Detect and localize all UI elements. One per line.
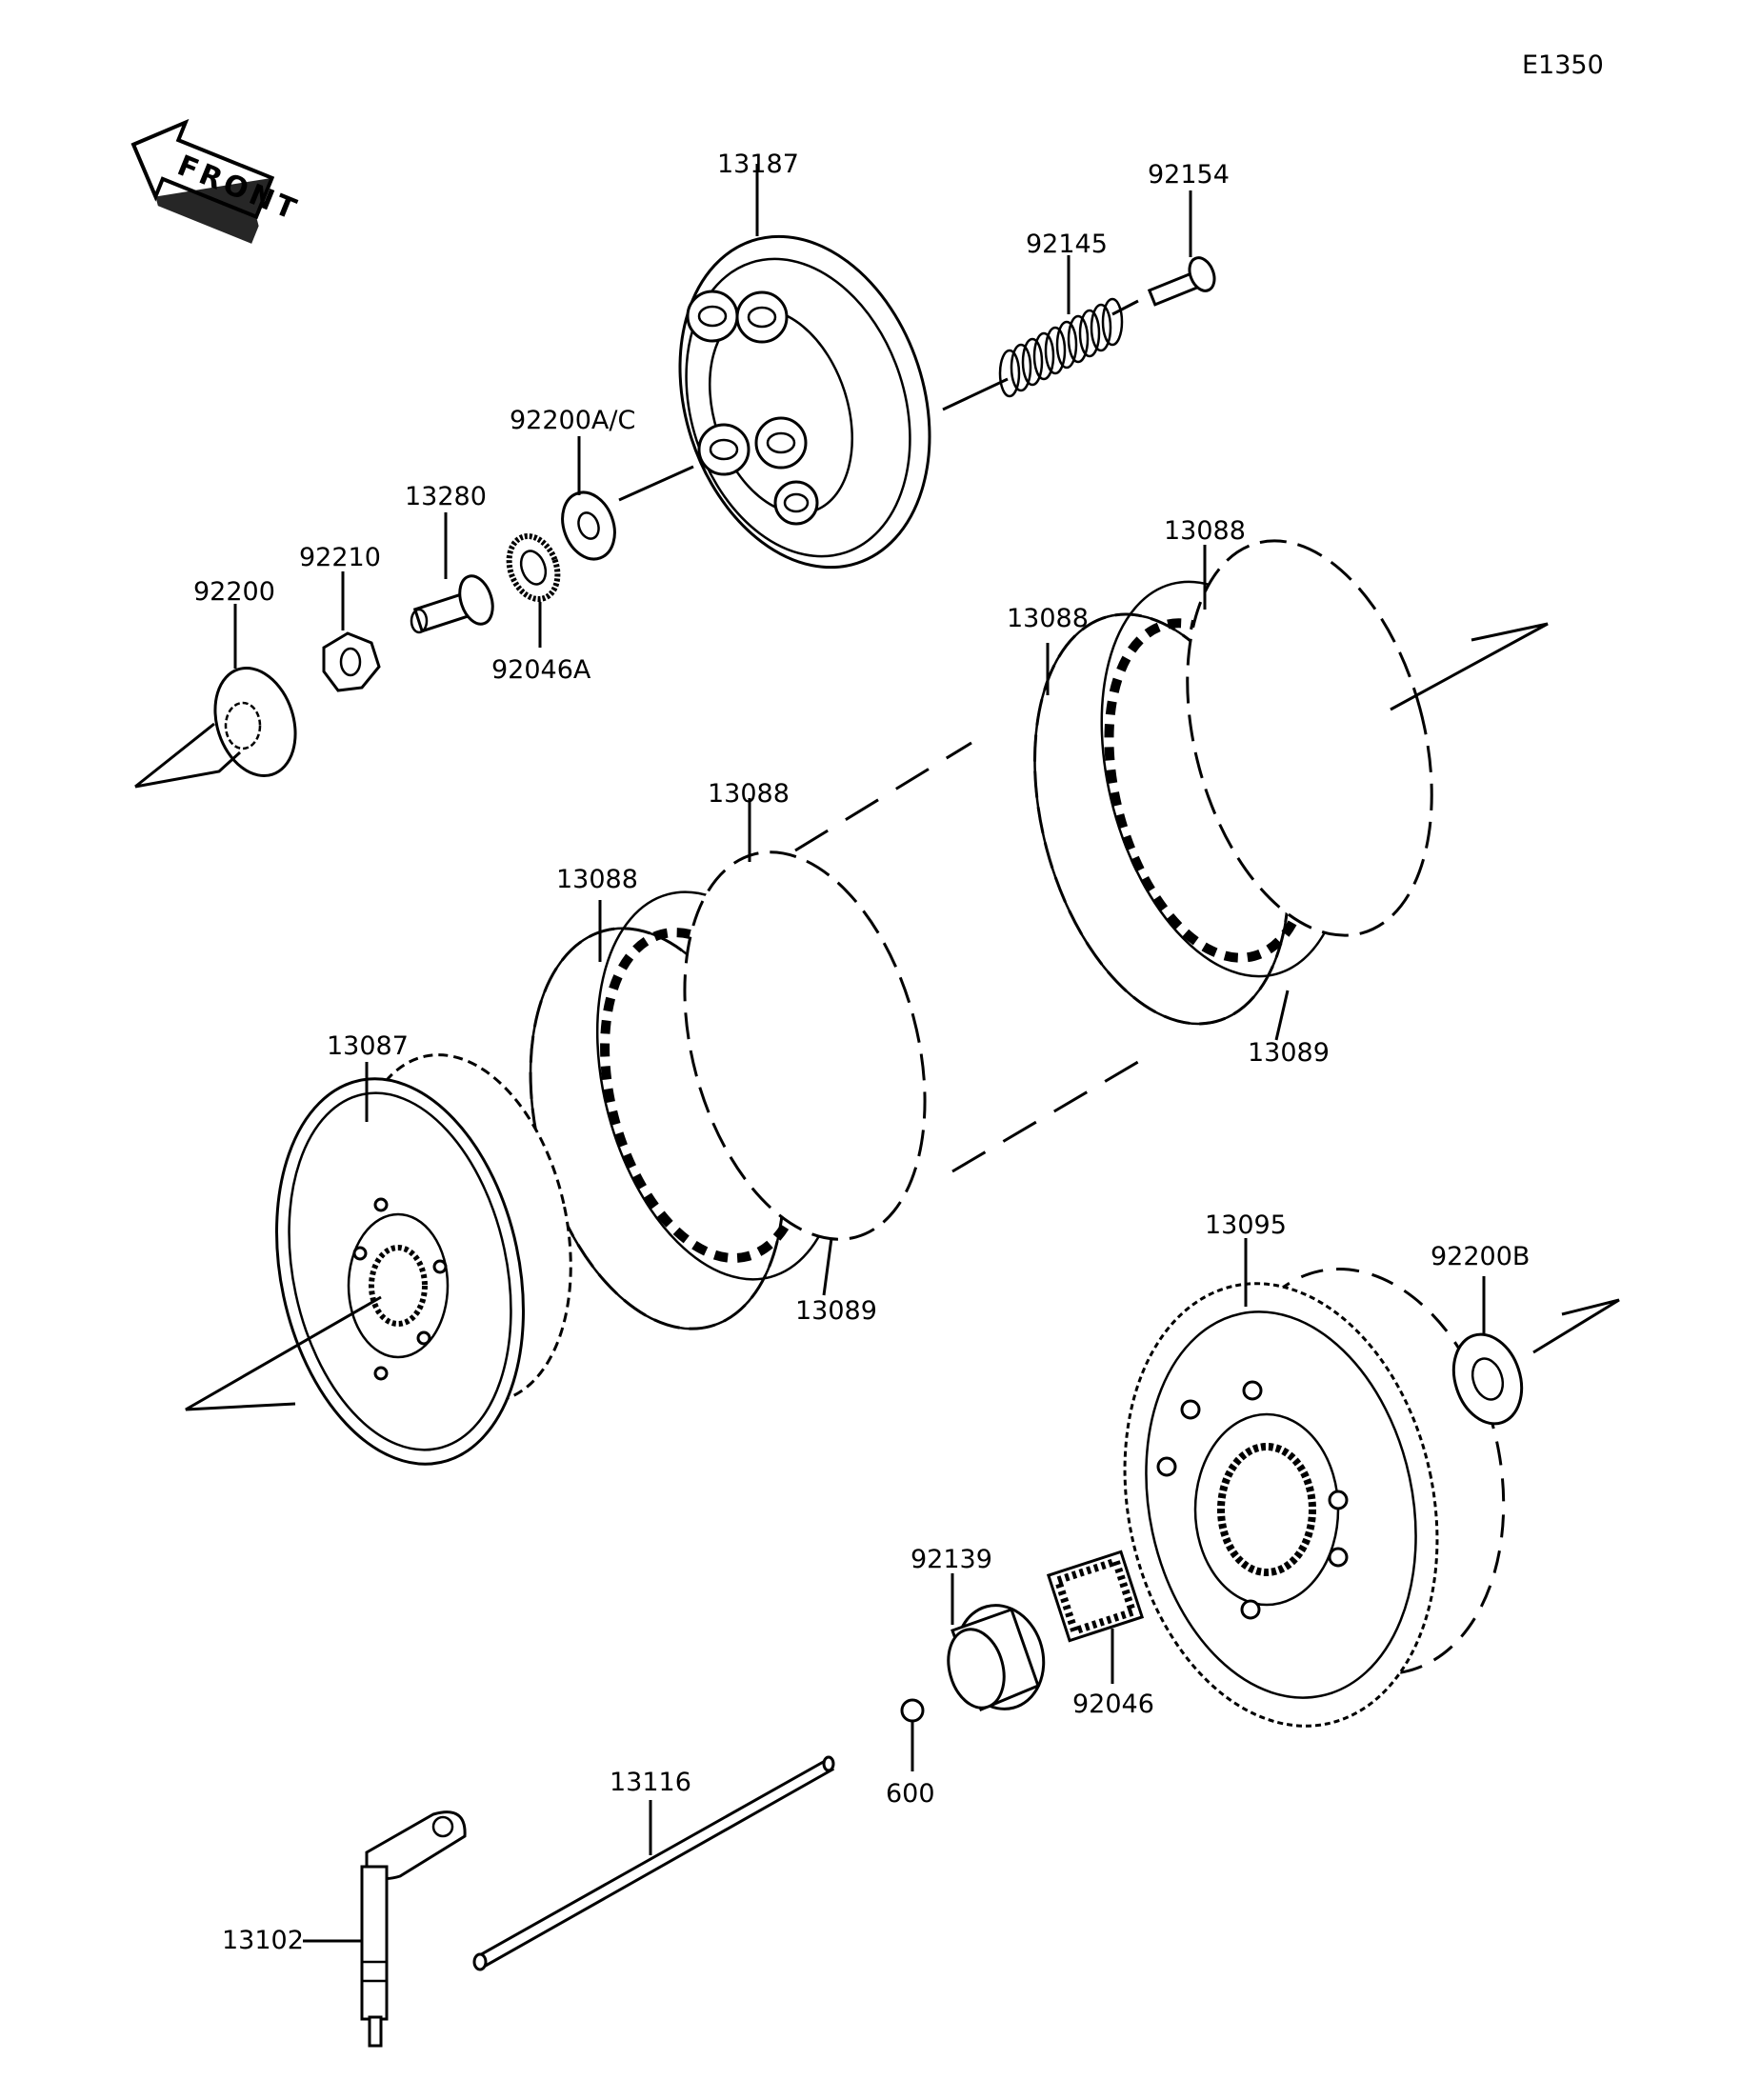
washer-92200ac [561,490,616,561]
label-13088-d: 13088 [1164,516,1246,546]
label-92200: 92200 [193,577,275,607]
release-lever-13102 [360,1810,467,2048]
pushrod-13116 [472,1755,835,1971]
thrust-bearing-92046a [506,533,561,602]
label-92200ac: 92200A/C [510,406,635,435]
clutch-hub-13087 [275,1053,572,1466]
label-13088-b: 13088 [708,779,790,809]
label-92139: 92139 [911,1545,992,1574]
steel-ball-600 [900,1698,925,1723]
label-13088-a: 13088 [556,865,638,894]
collar-92139 [947,1604,1046,1711]
label-13089-b: 13089 [1248,1038,1330,1068]
clutch-spring-92145 [998,297,1124,398]
label-92046: 92046 [1072,1690,1154,1719]
bolt-92154 [1147,256,1216,307]
label-13088-c: 13088 [1007,604,1089,633]
diagram-code: E1350 [1522,50,1604,80]
label-92145: 92145 [1026,230,1108,259]
lock-washer-92200 [213,666,297,778]
label-92200b: 92200B [1431,1242,1530,1271]
pushrod-13280 [410,574,494,634]
label-13280: 13280 [405,482,487,511]
clutch-housing-13095 [1123,1268,1506,1728]
nut-92210 [322,631,381,692]
label-13095: 13095 [1205,1210,1287,1240]
label-13116: 13116 [610,1768,691,1797]
pressure-plate-13187 [678,234,931,570]
label-92210: 92210 [299,543,381,572]
label-13187: 13187 [717,150,799,179]
friction-plate-13088-b [683,850,927,1241]
friction-plate-13088-d [1186,539,1433,937]
label-13089-a: 13089 [795,1296,877,1326]
label-92046a: 92046A [491,655,591,685]
label-13102: 13102 [222,1926,304,1955]
label-92154: 92154 [1148,160,1230,190]
front-arrow-icon: FRONT [130,118,304,244]
label-600: 600 [886,1779,935,1809]
thrust-washer-92200b [1451,1332,1524,1426]
needle-bearing-92046 [1046,1550,1145,1643]
label-13087: 13087 [327,1031,409,1061]
